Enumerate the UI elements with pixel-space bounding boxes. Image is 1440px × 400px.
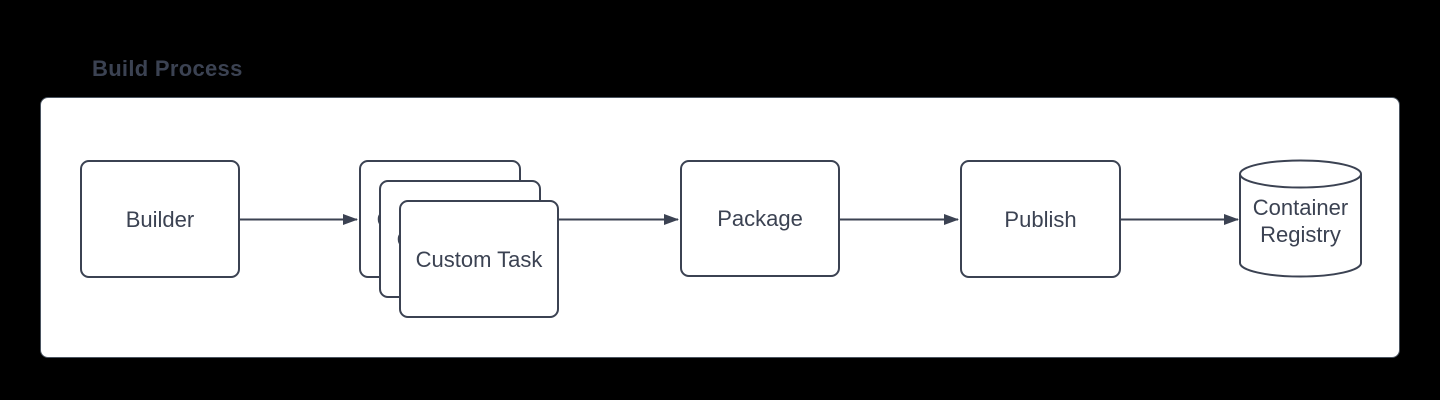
database-cylinder-shape <box>1239 159 1362 278</box>
diagram-title: Build Process <box>92 56 243 81</box>
node-publish-label: Publish <box>1004 206 1077 232</box>
node-package: Package <box>680 160 840 277</box>
node-publish: Publish <box>960 160 1121 278</box>
node-package-label: Package <box>717 206 803 231</box>
node-builder: Builder <box>80 160 240 278</box>
node-builder-label: Builder <box>125 206 195 232</box>
custom-task-label: Custom Task <box>415 246 543 272</box>
custom-task-layer-front: Custom Task <box>399 200 559 318</box>
node-container-registry-label: Container Registry <box>1252 195 1349 247</box>
